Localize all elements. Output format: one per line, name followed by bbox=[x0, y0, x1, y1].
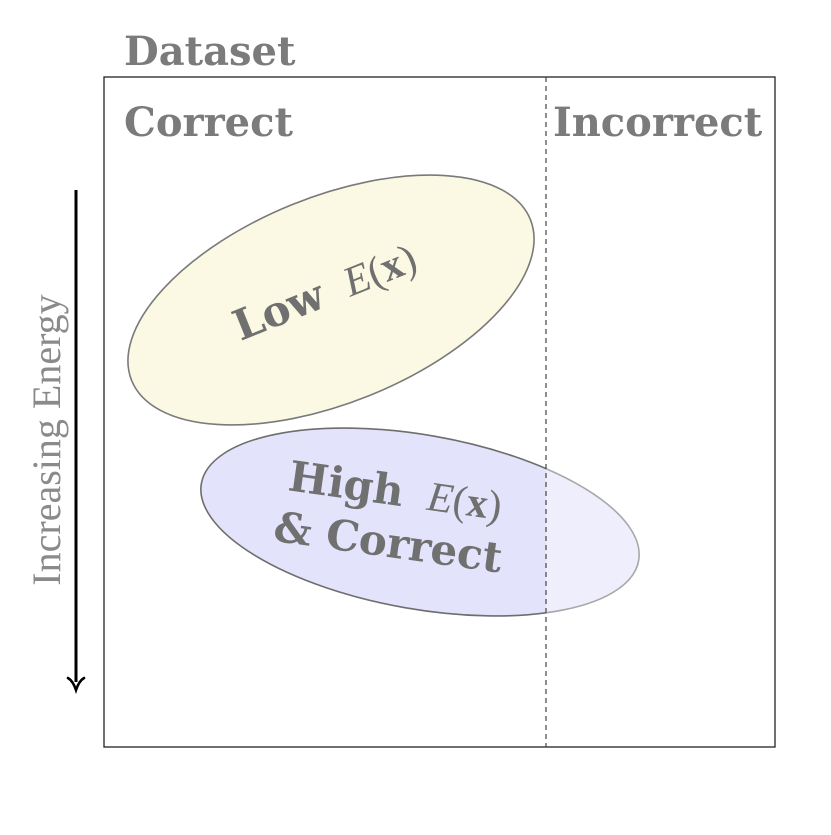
high-energy-region-faded bbox=[546, 427, 640, 617]
dataset-frame bbox=[103, 76, 776, 748]
high-energy-open-paren: ( bbox=[450, 478, 470, 526]
dataset-title: Dataset bbox=[124, 28, 296, 75]
high-energy-close-paren: ) bbox=[485, 482, 505, 530]
energy-axis-arrow-head bbox=[66, 676, 86, 695]
high-energy-var: E bbox=[423, 474, 456, 523]
high-energy-region-correct-part bbox=[200, 427, 546, 617]
column-heading-incorrect: Incorrect bbox=[553, 99, 763, 146]
energy-axis-label: Increasing Energy bbox=[24, 294, 69, 585]
low-energy-region bbox=[127, 174, 535, 426]
high-energy-region bbox=[200, 427, 546, 617]
high-energy-region-incorrect-part bbox=[546, 427, 640, 617]
column-heading-correct: Correct bbox=[124, 99, 293, 146]
